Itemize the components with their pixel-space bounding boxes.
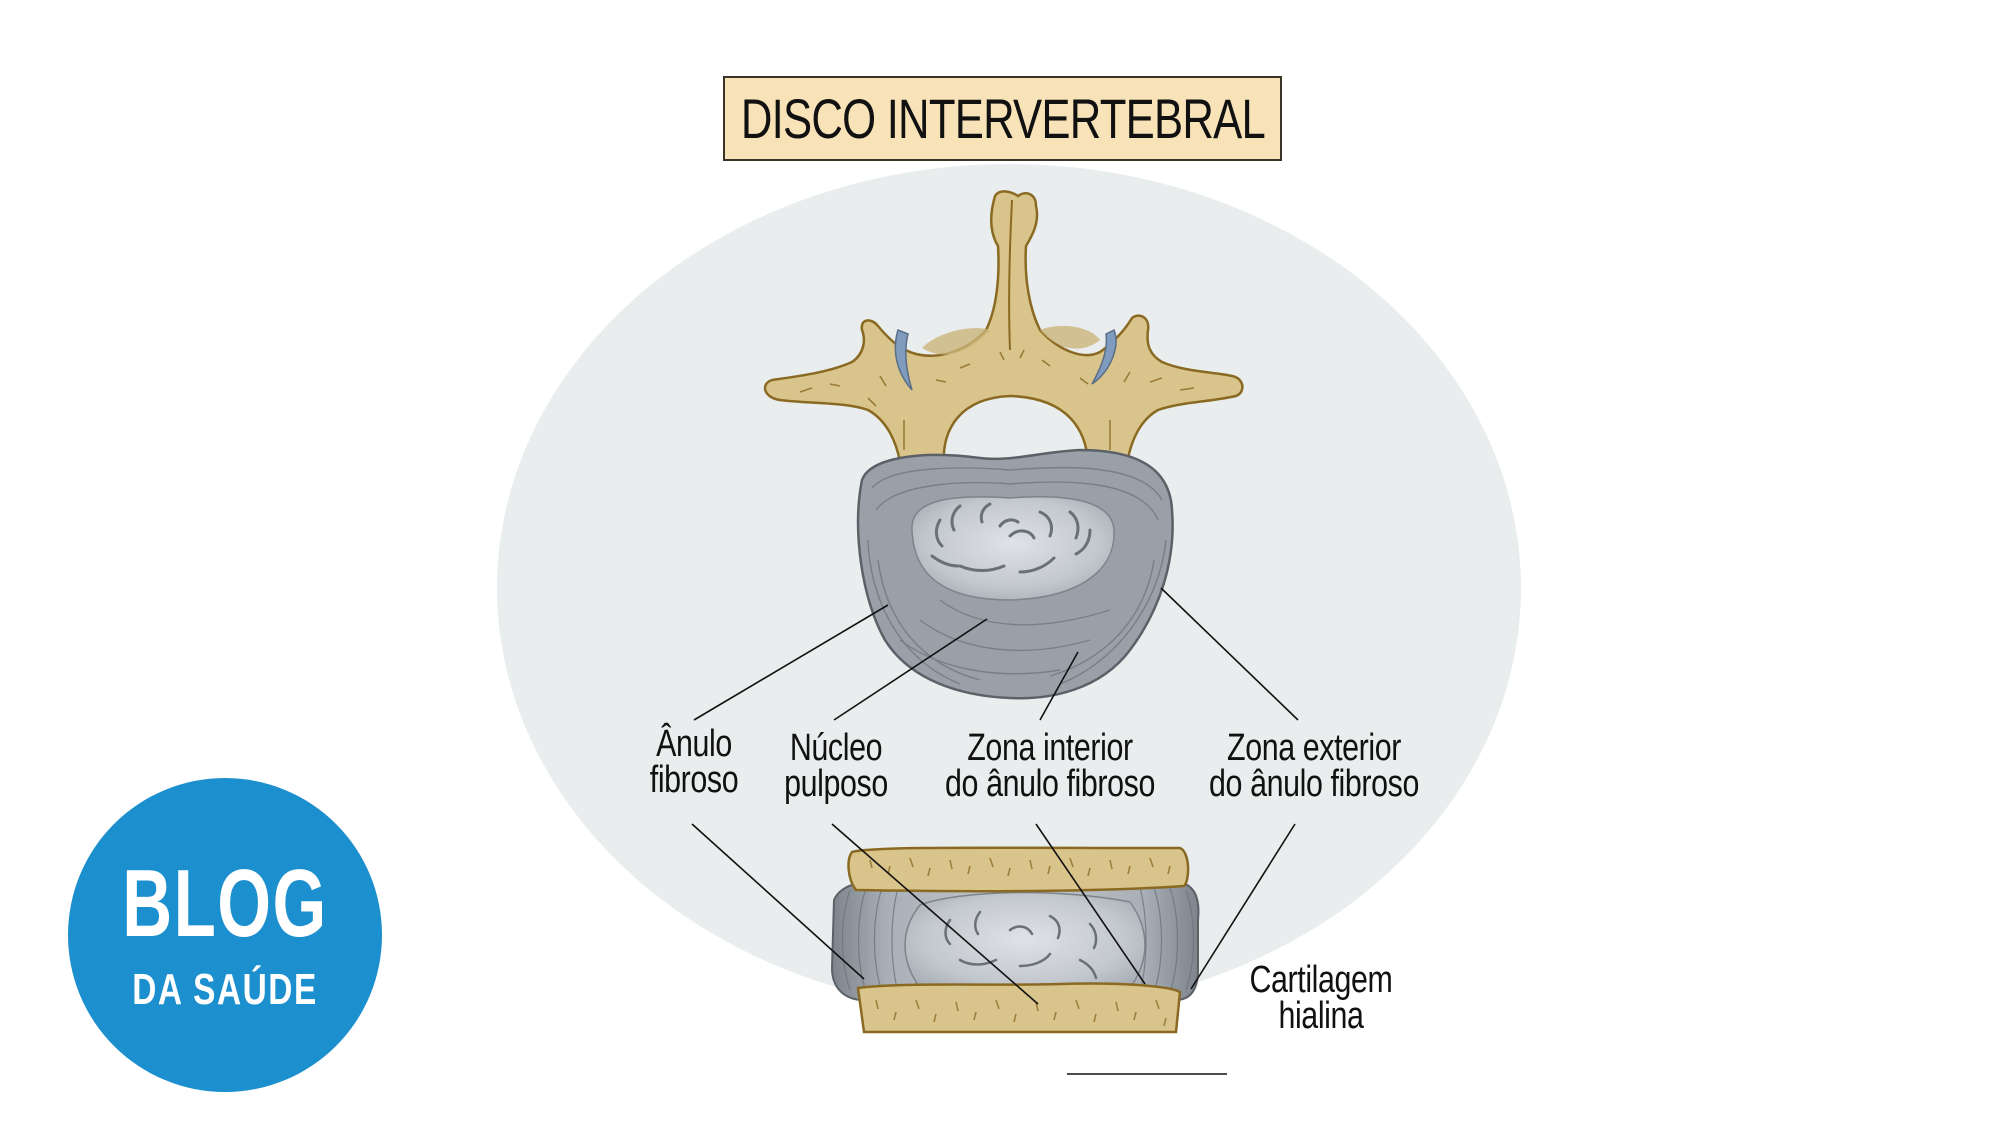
disc-side-view xyxy=(830,846,1200,1034)
label-line: do ânulo fibroso xyxy=(1209,763,1419,805)
label-line: Cartilagem xyxy=(1249,959,1393,1001)
leader-lines xyxy=(691,587,1299,1075)
label-line: Zona exterior xyxy=(1227,727,1401,769)
label-line: Zona interior xyxy=(967,727,1133,769)
label-line: Núcleo xyxy=(789,727,883,769)
label-nucleo-pulposo: Núcleo pulposo xyxy=(772,727,900,805)
label-line: pulposo xyxy=(784,763,888,805)
diagram-title: DISCO INTERVERTEBRAL xyxy=(740,87,1265,150)
vertebra-illustration xyxy=(763,190,1244,464)
logo-text-blog: BLOG xyxy=(122,850,328,957)
blog-da-saude-logo[interactable]: BLOG DA SAÚDE xyxy=(68,778,382,1092)
disc-top-view xyxy=(856,448,1174,700)
label-line: Ânulo xyxy=(656,723,732,765)
label-line: fibroso xyxy=(649,759,739,801)
title-box: DISCO INTERVERTEBRAL xyxy=(723,76,1282,161)
label-zona-exterior: Zona exterior do ânulo fibroso xyxy=(1194,727,1434,805)
label-zona-interior: Zona interior do ânulo fibroso xyxy=(930,727,1170,805)
label-anulo-fibroso: Ânulo fibroso xyxy=(635,723,753,801)
label-line: hialina xyxy=(1278,995,1364,1037)
label-cartilagem-hialina: Cartilagem hialina xyxy=(1247,959,1396,1037)
logo-text-da-saude: DA SAÚDE xyxy=(132,965,318,1014)
label-line: do ânulo fibroso xyxy=(945,763,1155,805)
